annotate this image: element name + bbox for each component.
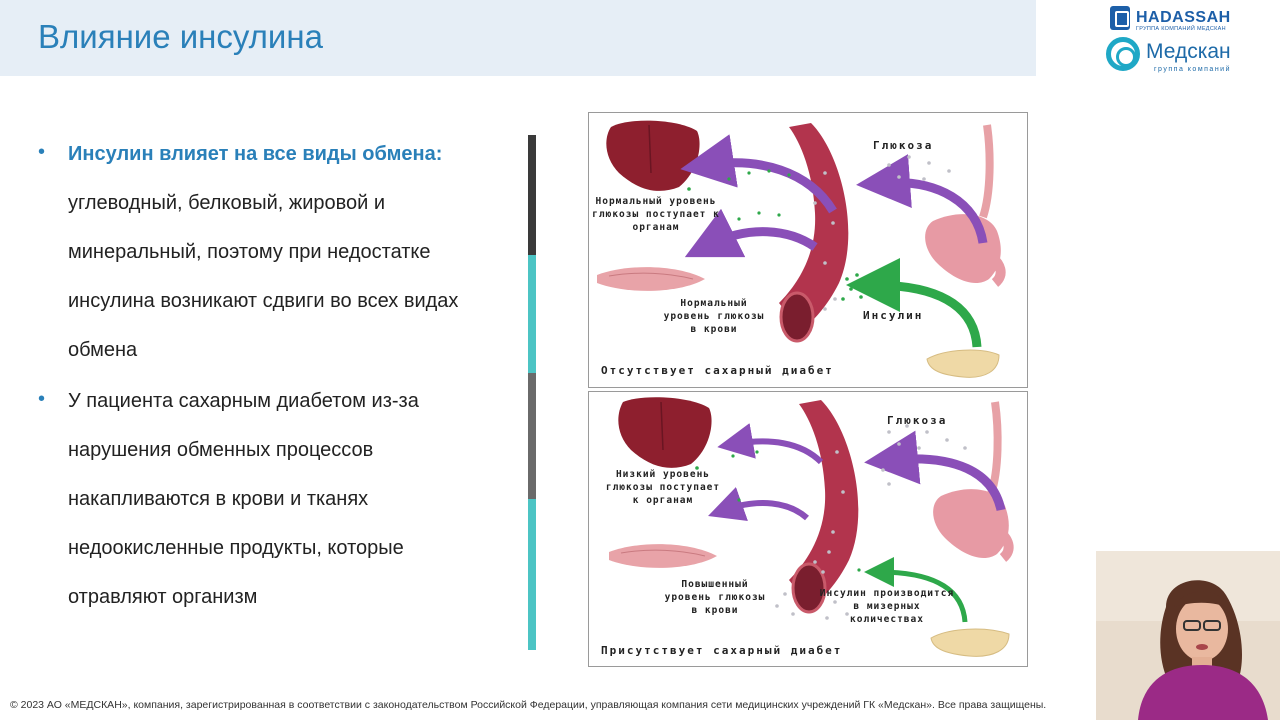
glucose-label: Глюкоза bbox=[873, 139, 934, 152]
bullet-text: У пациента сахарным диабетом из-за наруш… bbox=[68, 390, 419, 608]
insulin-arrow bbox=[846, 258, 982, 348]
presenter-avatar bbox=[1096, 551, 1280, 720]
footer-copyright: © 2023 АО «МЕДСКАН», компания, зарегистр… bbox=[10, 699, 1047, 711]
bullet-heading: Инсулин влияет на все виды обмена: bbox=[68, 143, 443, 165]
presenter-video-thumbnail[interactable] bbox=[1096, 551, 1280, 720]
liver-shape bbox=[618, 397, 712, 468]
hadassah-emblem-icon bbox=[1110, 6, 1130, 30]
panel-illustration bbox=[609, 397, 1014, 657]
insulin-dots bbox=[695, 450, 861, 572]
pancreas-shape bbox=[926, 349, 1000, 378]
glucose-arrow bbox=[680, 134, 837, 214]
glucose-arrow bbox=[864, 430, 1006, 512]
medscan-subtitle: группа компаний bbox=[1154, 66, 1232, 73]
hadassah-subtitle: ГРУППА КОМПАНИЙ МЕДСКАН bbox=[1136, 26, 1226, 32]
insulin-dots bbox=[687, 169, 863, 301]
insulin-label: Инсулин bbox=[863, 309, 924, 322]
organ-supply-label: Нормальный уровень глюкозы поступает к о… bbox=[592, 196, 720, 233]
glucose-arrow bbox=[684, 208, 818, 258]
rail-segment bbox=[528, 499, 536, 650]
stomach-shape bbox=[933, 489, 1009, 559]
bullet-item: • У пациента сахарным диабетом из-за нар… bbox=[36, 377, 506, 622]
organ-supply-label: Низкий уровень глюкозы поступает к орган… bbox=[605, 469, 721, 506]
glucose-dots bbox=[813, 155, 951, 311]
vessel-opening-shape bbox=[779, 291, 815, 343]
glucose-arrow bbox=[717, 423, 824, 465]
medscan-wordmark: Медскан bbox=[1146, 40, 1231, 63]
stomach-shape bbox=[925, 214, 1001, 284]
medscan-ring-icon bbox=[1106, 37, 1140, 71]
blood-vessel-shape bbox=[789, 400, 859, 608]
vertical-accent-rail bbox=[528, 135, 536, 650]
pancreas-shape bbox=[930, 628, 1010, 657]
blood-vessel-shape bbox=[779, 123, 849, 331]
panel-illustration bbox=[597, 120, 1006, 378]
bullet-item: • Инсулин влияет на все виды обмена: угл… bbox=[36, 130, 506, 375]
insulin-arrow bbox=[864, 557, 968, 623]
panel-caption: Отсутствует сахарный диабет bbox=[601, 364, 834, 377]
panel-caption: Присутствует сахарный диабет bbox=[601, 644, 843, 657]
hadassah-logo: HADASSAH bbox=[1110, 6, 1231, 30]
diagram-panel-no-diabetes: Глюкоза Нормальный уровень глюкозы посту… bbox=[588, 112, 1028, 388]
bullet-text: углеводный, белковый, жировой и минераль… bbox=[68, 192, 459, 361]
bullet-dot-icon: • bbox=[38, 388, 46, 410]
glucose-arrow bbox=[856, 154, 988, 244]
glucose-label: Глюкоза bbox=[887, 414, 948, 427]
rail-segment bbox=[528, 135, 536, 255]
muscle-shape bbox=[609, 544, 717, 568]
liver-shape bbox=[606, 120, 700, 191]
glucose-arrow bbox=[708, 487, 809, 521]
rail-segment bbox=[528, 255, 536, 373]
slide-title: Влияние инсулина bbox=[38, 18, 323, 55]
muscle-shape bbox=[597, 267, 705, 291]
bullet-dot-icon: • bbox=[38, 141, 46, 163]
rail-segment bbox=[528, 373, 536, 499]
insulin-diagram: Глюкоза Нормальный уровень глюкозы посту… bbox=[588, 112, 1028, 668]
company-logo: HADASSAH ГРУППА КОМПАНИЙ МЕДСКАН Медскан… bbox=[1106, 4, 1250, 74]
insulin-label: Инсулин производится в мизерных количест… bbox=[819, 588, 955, 625]
vessel-opening-shape bbox=[791, 562, 827, 614]
glucose-dots bbox=[775, 424, 967, 620]
diagram-panel-diabetes: Глюкоза Низкий уровень глюкозы поступает… bbox=[588, 391, 1028, 667]
title-bar: Влияние инсулина bbox=[0, 0, 1036, 76]
hadassah-wordmark: HADASSAH bbox=[1136, 9, 1231, 26]
blood-level-label: Повышенный уровень глюкозы в крови bbox=[664, 579, 766, 616]
blood-level-label: Нормальный уровень глюкозы в крови bbox=[663, 298, 765, 335]
bullet-list: • Инсулин влияет на все виды обмена: угл… bbox=[36, 130, 506, 622]
